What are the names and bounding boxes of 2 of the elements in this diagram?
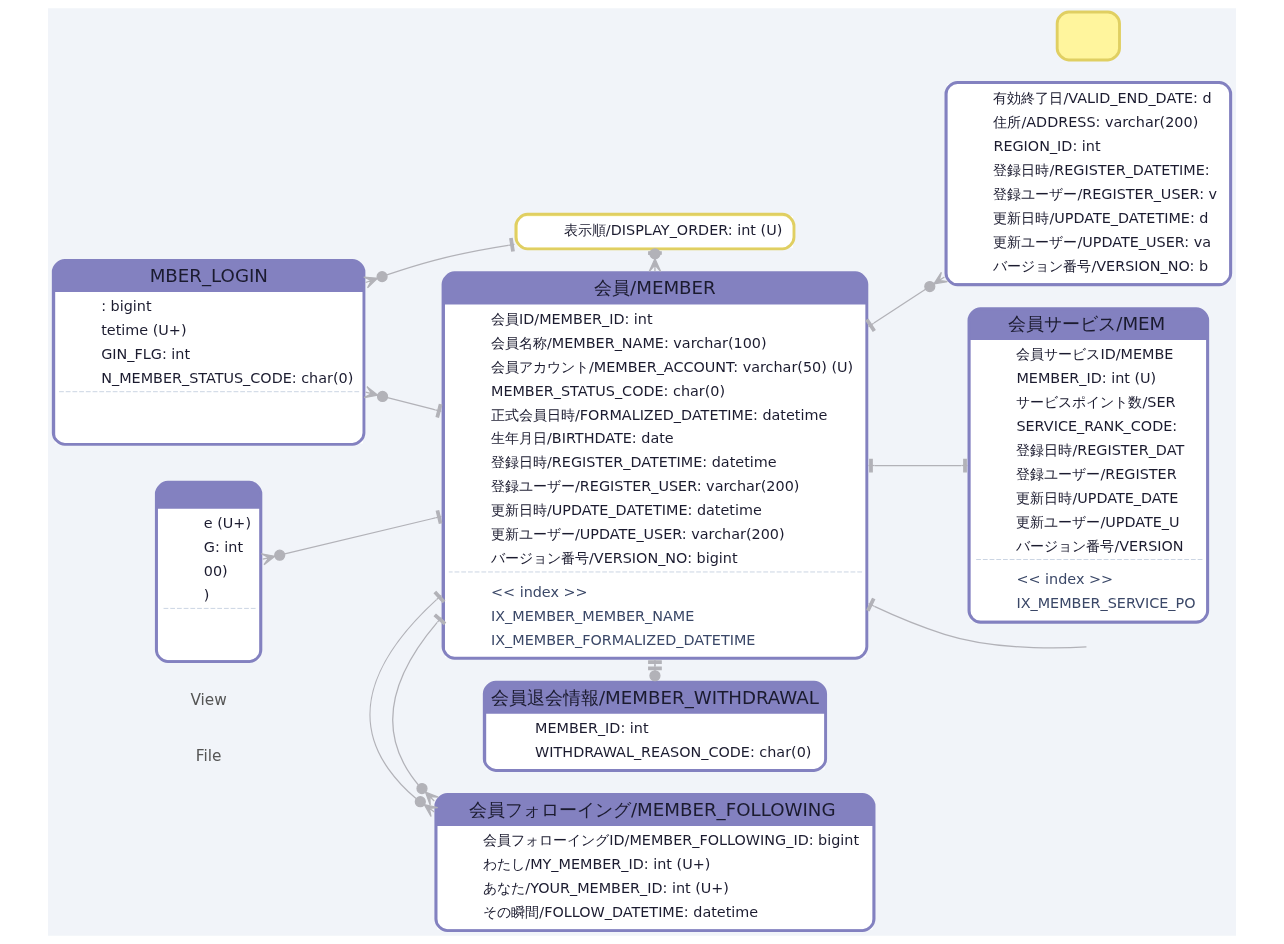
label: File — [195, 746, 222, 765]
label: View — [190, 691, 227, 710]
